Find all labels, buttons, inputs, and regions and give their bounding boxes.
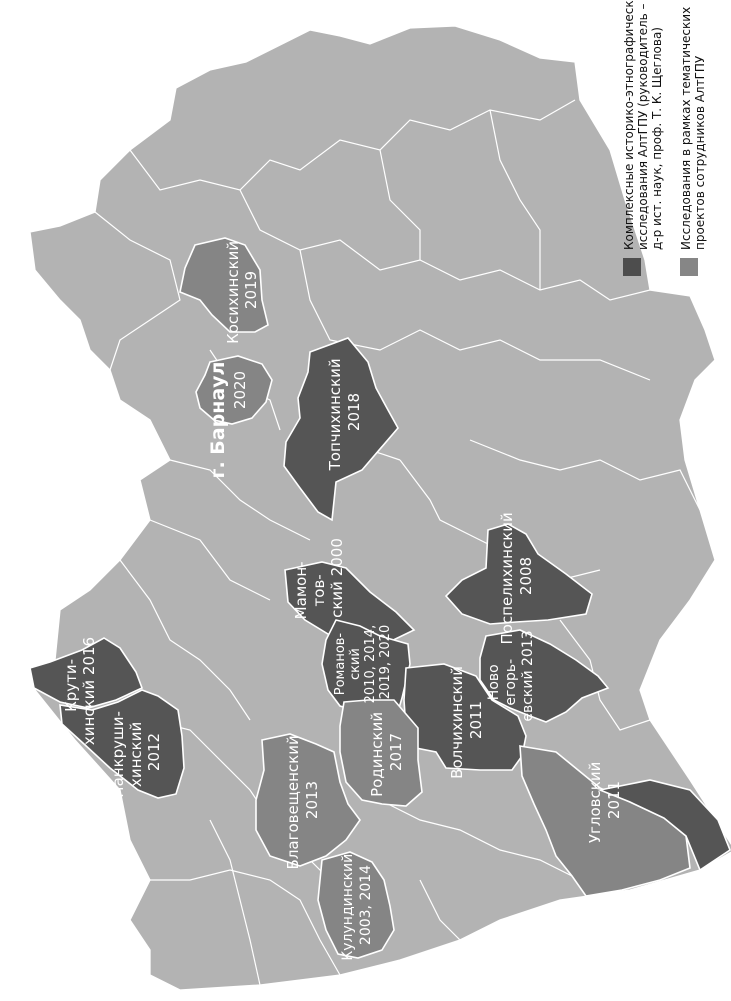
district-pankrushikhinsky [59,689,185,799]
legend: Комплексные историко-этнографические исс… [622,0,707,276]
label-topchikhinsky: Топчихинский 2018 [326,354,363,472]
label-pospelikhinsky: Поспелихинский 2008 [498,507,535,644]
district-barnaul [195,355,273,425]
label-barnaul-year: 2020 [231,371,249,409]
district-rodinsky [339,699,423,807]
district-novoegorievsky [479,629,610,723]
legend-swatch-mid [680,258,698,276]
label-uglovsky: Угловский 2011 [586,757,623,843]
label-rodinsky: Родинский 2017 [368,707,405,797]
district-uglovsky [519,745,691,897]
label-novoegorievsky: Ново егорь- евский 2013 [486,630,536,721]
district-mamontovsky [284,561,416,645]
district-kulundinsky [317,851,395,959]
district-labels: Косихинский 2019 2020 г. Барнаул Топчихи… [62,236,623,961]
label-kulundinsky: Кулундинский 2003, 2014 [340,849,374,960]
legend-text-complex: Комплексные историко-этнографические исс… [622,0,664,250]
legend-text-thematic: Исследования в рамках тематических проек… [679,3,707,250]
district-topchikhinsky [283,337,399,522]
label-blagoveshchensky: Благовещенский 2013 [284,731,321,870]
district-kosikhinsky [179,237,269,333]
legend-swatch-dark [623,258,641,276]
label-barnaul: г. Барнаул [207,362,229,479]
district-krutikhinsky [29,637,144,709]
label-kosikhinsky: Косихинский 2019 [224,236,260,344]
label-mamontovsky: Мамон- тов- ский 2000 [292,538,346,619]
label-romanovsky: Романов- ский 2010, 2014, 2019, 2020 [333,621,393,704]
district-blagoveshchensky [255,733,361,867]
label-pankrushikhinsky: Панкруши- хинский 2012 [109,706,163,797]
label-krutikhinsky: Крути- хинский 2016 [62,637,98,745]
district-pospelikhinsky [444,523,593,625]
label-volchikhinsky: Волчихинский 2011 [448,661,485,779]
district-uglovsky-south [597,779,731,872]
